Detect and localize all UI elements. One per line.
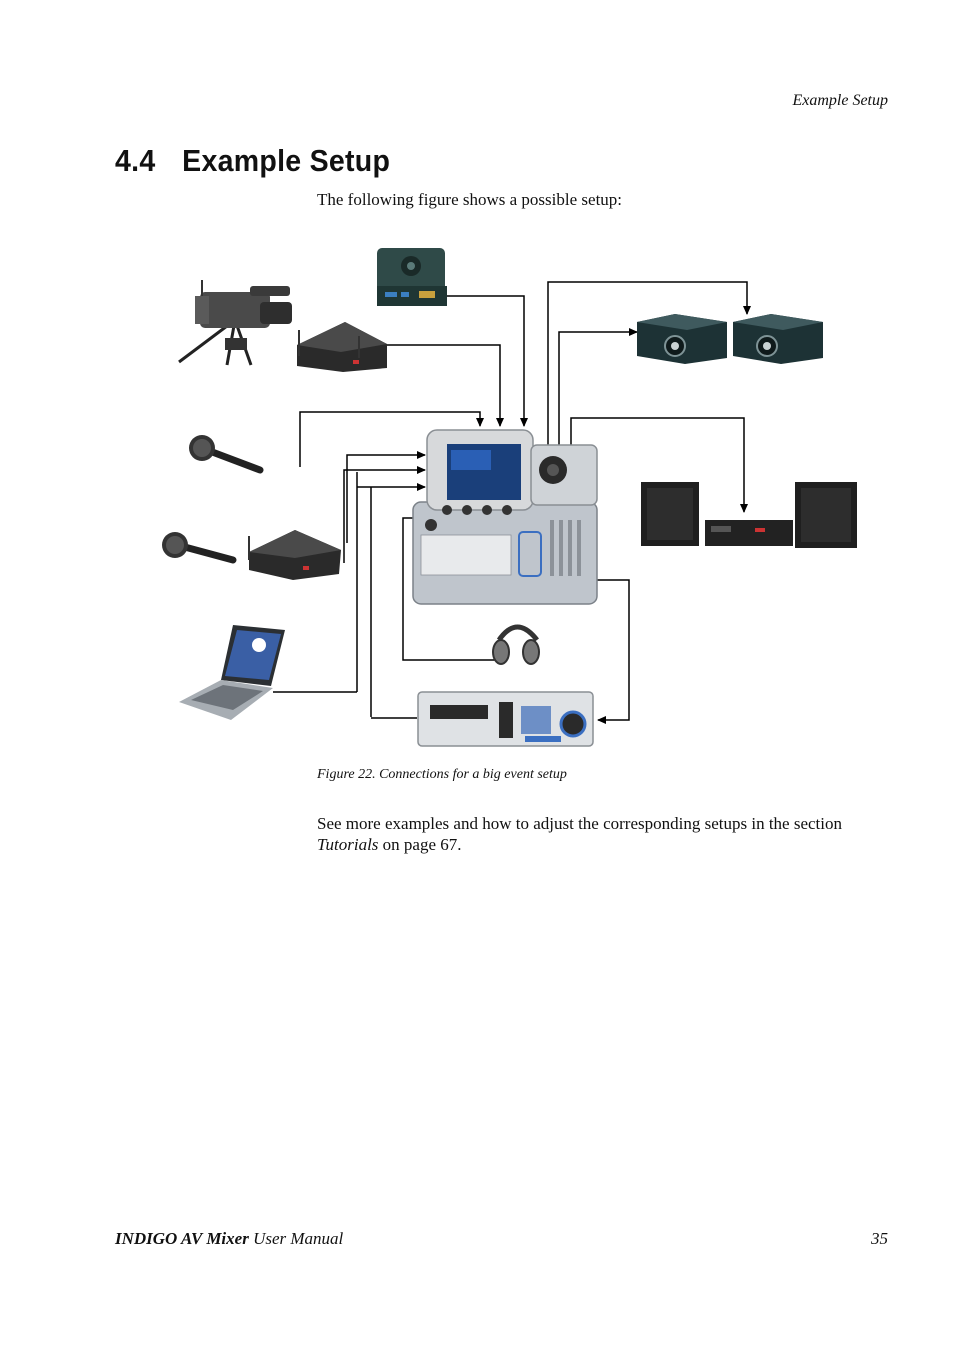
tutorials-link[interactable]: Tutorials [317,835,379,854]
ptz-camera-icon [377,248,447,306]
microphone-icon [189,435,264,474]
section-title: Example Setup [182,143,391,178]
headphones-icon [492,624,540,665]
figure-caption: Figure 22. Connections for a big event s… [317,767,567,782]
amplifier-icon [705,520,793,546]
body-paragraph: See more examples and how to adjust the … [317,813,877,855]
running-header: Example Setup [792,92,888,109]
page-number: 35 [871,1229,888,1248]
video-camera-icon [178,280,292,366]
body-text-after: on page 67. [378,835,462,854]
laptop-icon [179,625,285,720]
footer-manual-label: User Manual [248,1229,344,1248]
video-recorder-icon [417,691,594,747]
projector-icon [733,314,823,364]
connection-lines [273,281,748,721]
intro-paragraph: The following figure shows a possible se… [317,190,623,209]
wireless-receiver-icon [297,322,387,372]
projector-icon [637,314,727,364]
speaker-icon [795,482,857,548]
speaker-icon [641,482,699,546]
wireless-receiver-icon [248,530,341,580]
microphone-icon [162,532,237,564]
footer-title: INDIGO AV Mixer User Manual [115,1229,343,1249]
section-heading: 4.4 Example Setup [115,143,390,179]
section-number: 4.4 [115,143,156,178]
body-text-before: See more examples and how to adjust the … [317,814,842,833]
footer-product-name: INDIGO AV Mixer [115,1229,249,1248]
setup-figure [155,240,875,760]
av-mixer-console-icon [412,429,598,605]
